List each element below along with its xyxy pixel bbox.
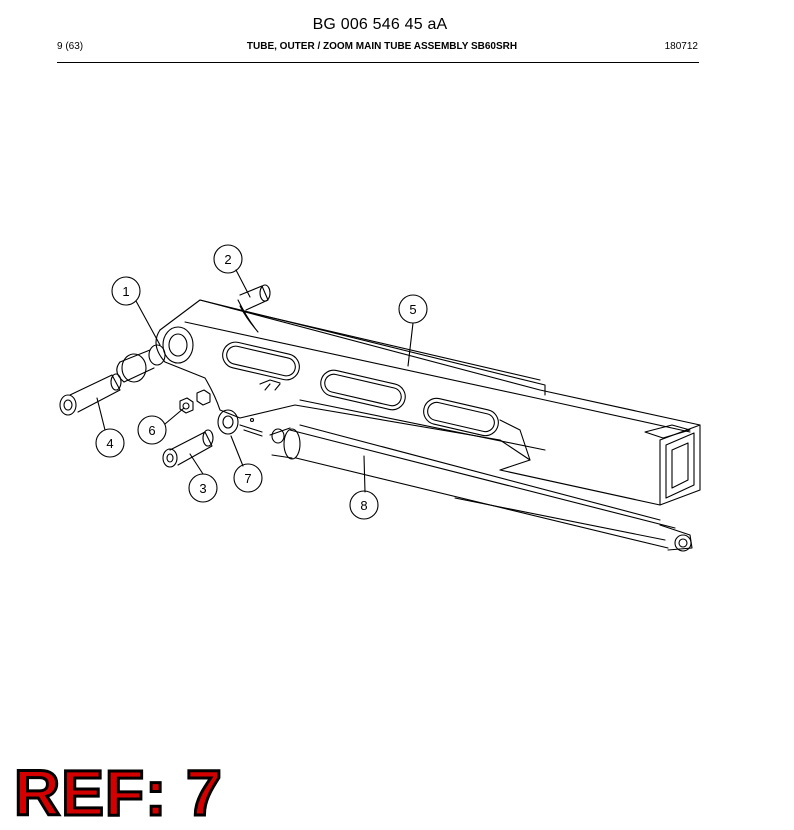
callout-3-label: 3 [199,481,206,496]
cylinder-8 [269,424,693,552]
outer-tube [155,299,701,506]
header-rule [57,62,699,63]
pivot-boss [162,326,194,364]
callout-1: 1 [111,276,141,306]
callout-8: 8 [349,490,379,520]
callout-5-label: 5 [409,302,416,317]
pin-4 [59,373,122,416]
document-title: TUBE, OUTER / ZOOM MAIN TUBE ASSEMBLY SB… [246,41,518,52]
callout-2: 2 [213,244,243,274]
callout-3: 3 [188,473,218,503]
callout-6-label: 6 [148,423,155,438]
callout-6: 6 [137,415,167,445]
callout-4-label: 4 [106,436,113,451]
document-code: BG 006 546 45 aA [312,16,448,33]
leader-lines [96,269,414,493]
tube-slots [222,341,499,437]
pin-3 [162,429,214,468]
callout-8-label: 8 [360,498,367,513]
callout-2-label: 2 [224,252,231,267]
callout-1-label: 1 [122,284,129,299]
bushings [116,344,166,383]
top-pin-2 [237,284,271,333]
callout-5: 5 [398,294,428,324]
document-date: 180712 [664,41,698,52]
callout-7-label: 7 [244,471,251,486]
page-number: 9 (63) [57,41,84,52]
washer-7 [217,409,263,437]
ref-label: REF: 7 [13,756,224,830]
nut-6 [179,389,211,414]
callout-7: 7 [233,463,263,493]
callout-4: 4 [95,428,125,458]
